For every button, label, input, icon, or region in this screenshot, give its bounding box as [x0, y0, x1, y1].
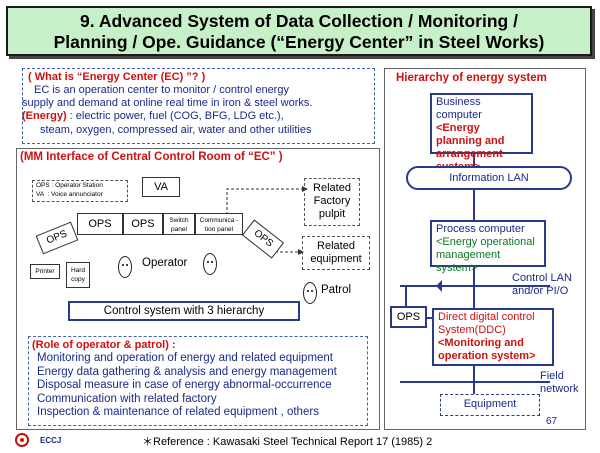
hierarchy-ops-label: OPS: [396, 311, 421, 323]
field-network-label: Field network: [540, 370, 579, 395]
operator-label: Operator: [142, 257, 188, 269]
process-computer-box: Process computer <Energy operational man…: [430, 220, 546, 274]
business-title: Business computer: [436, 96, 482, 121]
legend-line-1: OPS : Operator Station: [36, 182, 103, 189]
switch-panel-label: Switch panel: [169, 217, 189, 233]
ops-legend: [32, 180, 128, 202]
related-factory-pulpit: Related Factory pulpit: [304, 178, 360, 226]
communication-panel: Communica -tion panel: [195, 213, 243, 235]
legend-line-2: VA : Voice annunciator: [36, 191, 103, 198]
operator-icon-2: [203, 253, 217, 275]
mm-interface-heading: (MM Interface of Central Control Room of…: [20, 151, 283, 163]
ops-station-mid2: OPS: [123, 213, 163, 235]
what-is-line-2: supply and demand at online real time in…: [22, 97, 313, 109]
what-is-heading: ( What is “Energy Center (EC) ”? ): [28, 71, 206, 83]
information-lan: Information LAN: [406, 166, 572, 190]
equipment-label: Equipment: [463, 398, 517, 410]
info-lan-label: Information LAN: [449, 172, 529, 184]
ddc-sub: <Monitoring and operation system>: [438, 337, 536, 362]
eccj-label: ECCJ: [40, 436, 62, 445]
hard-copy-label: Hard copy: [70, 267, 86, 283]
energy-line: (Energy) : electric power, fuel (COG, BF…: [22, 110, 284, 123]
role-item: Monitoring and operation of energy and r…: [37, 352, 334, 364]
ddc-box: Direct digital control System(DDC) <Moni…: [432, 308, 554, 366]
ops-station-mid: OPS: [77, 213, 123, 235]
hierarchy-panel: [384, 68, 586, 430]
ops-mid-label: OPS: [88, 218, 112, 230]
title-line-1: 9. Advanced System of Data Collection / …: [80, 11, 518, 31]
reference-text: ＊Reference : Kawasaki Steel Technical Re…: [142, 436, 433, 448]
what-is-ec-panel: [22, 68, 375, 144]
energy-text: : electric power, fuel (COG, BFG, LDG et…: [66, 110, 284, 122]
title-line-2: Planning / Ope. Guidance (“Energy Center…: [53, 32, 545, 52]
mm-interface-panel: [16, 148, 380, 430]
role-item: Energy data gathering & analysis and ene…: [37, 365, 337, 378]
role-item: Disposal measure in case of energy abnor…: [37, 379, 332, 392]
va-box: VA: [142, 177, 180, 197]
control-system-label: Control system with 3 hierarchy: [103, 305, 265, 317]
switch-panel: Switch panel: [163, 213, 195, 235]
ddc-title: Direct digital control System(DDC): [438, 311, 535, 336]
printer-label: Printer: [35, 268, 55, 275]
patrol-label: Patrol: [321, 284, 352, 296]
patrol-icon: [303, 282, 317, 304]
hierarchy-ops-box: OPS: [390, 306, 427, 328]
va-label: VA: [154, 181, 168, 193]
related-factory-label: Related Factory pulpit: [313, 182, 351, 220]
energy-label: (Energy): [22, 110, 67, 122]
control-lan-label: Control LAN and/or PI/O: [512, 272, 572, 297]
eccj-logo-icon: [15, 433, 29, 447]
hard-copy-box: Hard copy: [66, 262, 90, 288]
related-equipment: Related equipment: [302, 236, 370, 270]
ops-mid2-label: OPS: [131, 218, 155, 230]
process-sub: <Energy operational management system>: [436, 236, 535, 274]
role-heading: (Role of operator & patrol) :: [32, 339, 176, 351]
business-computer-box: Business computer <Energy planning and a…: [430, 93, 533, 173]
eccj-logo: [14, 432, 30, 448]
role-list: Monitoring and operation of energy and r…: [37, 352, 337, 420]
control-system-box: Control system with 3 hierarchy: [68, 301, 300, 321]
role-item: Inspection & maintenance of related equi…: [37, 406, 319, 419]
what-is-line-4: steam, oxygen, compressed air, water and…: [40, 124, 312, 136]
related-equipment-label: Related equipment: [310, 240, 362, 265]
process-title: Process computer: [436, 223, 525, 235]
printer-box: Printer: [30, 264, 60, 279]
equipment-box: Equipment: [440, 394, 540, 416]
hierarchy-heading: Hierarchy of energy system: [396, 72, 547, 84]
what-is-line-1: EC is an operation center to monitor / c…: [34, 84, 289, 96]
role-item: Communication with related factory: [37, 392, 217, 405]
operator-icon-1: [118, 256, 132, 278]
comm-panel-label: Communica -tion panel: [199, 217, 239, 233]
page-number: 67: [546, 416, 558, 427]
role-panel: [28, 336, 368, 426]
page-title: 9. Advanced System of Data Collection / …: [6, 6, 592, 56]
